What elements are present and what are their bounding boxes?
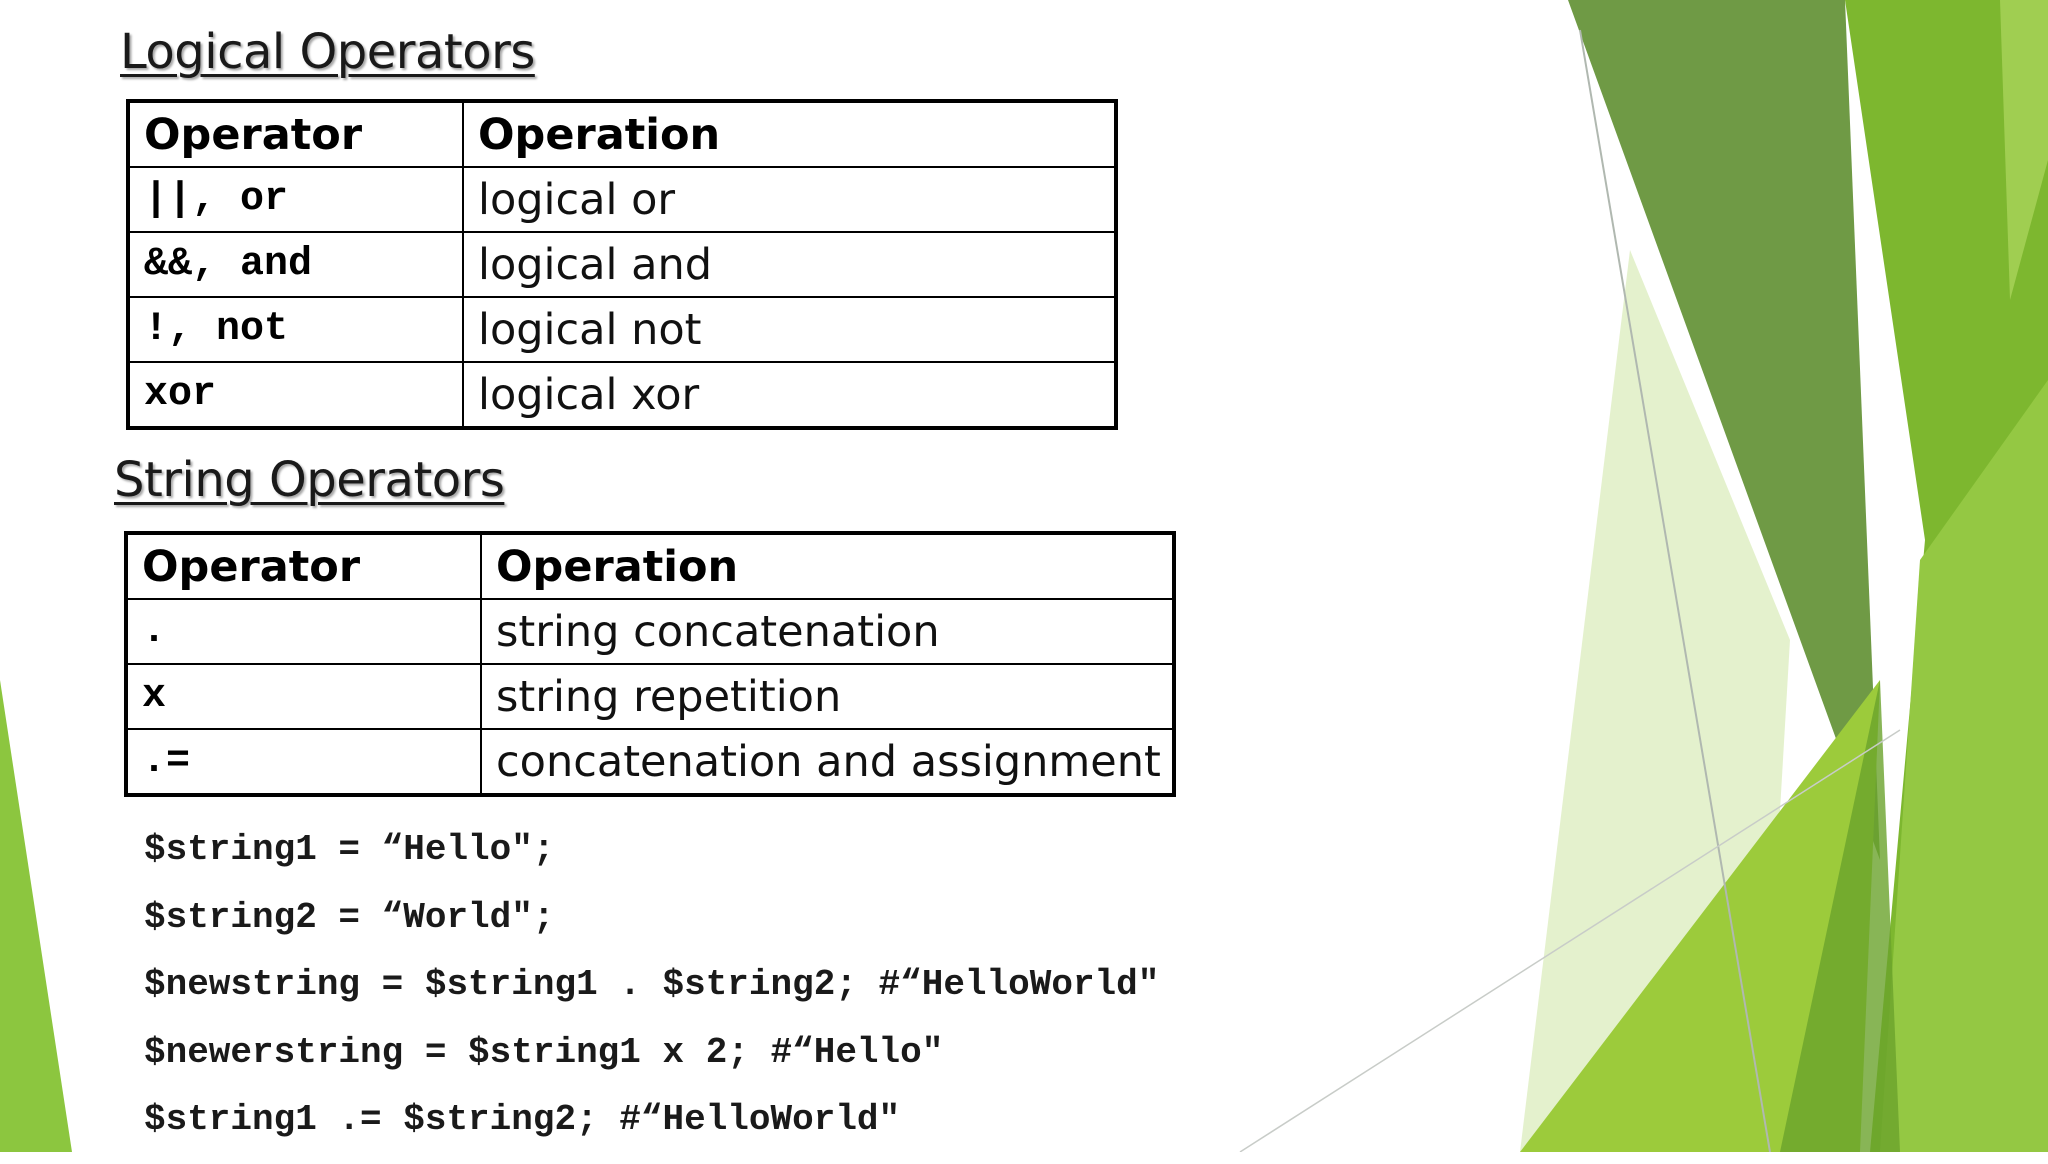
code-line: $string1 = “Hello"; — [144, 829, 555, 870]
table-row: ||, or logical or — [127, 166, 1117, 233]
operator-cell: .= — [125, 728, 482, 796]
table-row: !, not logical not — [127, 296, 1117, 363]
operator-cell: . — [125, 598, 482, 665]
logical-operators-heading: Logical Operators — [120, 24, 535, 80]
operation-cell: string repetition — [480, 663, 1175, 730]
operator-cell: !, not — [127, 296, 464, 363]
operator-column-header: Operator — [127, 100, 464, 168]
operator-cell: xor — [127, 361, 464, 429]
decor-shape-strip — [2000, 0, 2048, 300]
decor-shape-lower-dark — [1780, 680, 1900, 1152]
decor-shape-dark — [1568, 0, 1880, 860]
logical-operators-table: Operator Operation ||, or logical or &&,… — [126, 99, 1118, 430]
table-row: x string repetition — [125, 663, 1175, 730]
string-operators-table: Operator Operation . string concatenatio… — [124, 531, 1176, 797]
decor-line-2 — [1239, 729, 1901, 1152]
operation-column-header: Operation — [480, 532, 1175, 600]
table-row: . string concatenation — [125, 598, 1175, 665]
decor-shape-right-light — [1880, 380, 2048, 1152]
operation-cell: logical or — [462, 166, 1117, 233]
table-header-row: Operator Operation — [125, 532, 1175, 600]
operator-cell: &&, and — [127, 231, 464, 298]
decor-line-1 — [1579, 29, 1771, 1152]
decor-shape-lower — [1520, 680, 1880, 1152]
decor-shape-left — [0, 680, 72, 1152]
operation-column-header: Operation — [462, 100, 1117, 168]
code-line: $string1 .= $string2; #“HelloWorld" — [144, 1099, 901, 1140]
operator-column-header: Operator — [125, 532, 482, 600]
operation-cell: logical not — [462, 296, 1117, 363]
code-line: $newstring = $string1 . $string2; #“Hell… — [144, 964, 1160, 1005]
table-row: .= concatenation and assignment — [125, 728, 1175, 796]
code-line: $newerstring = $string1 x 2; #“Hello" — [144, 1031, 944, 1073]
operation-cell: string concatenation — [480, 598, 1175, 665]
operation-cell: logical xor — [462, 361, 1117, 429]
table-header-row: Operator Operation — [127, 100, 1117, 168]
operation-cell: logical and — [462, 231, 1117, 298]
code-line: $string2 = “World"; — [144, 896, 555, 938]
operator-cell: ||, or — [127, 166, 464, 233]
code-example: $string1 = “Hello"; $string2 = “World"; … — [144, 826, 1159, 1164]
table-row: &&, and logical and — [127, 231, 1117, 298]
operator-cell: x — [125, 663, 482, 730]
string-operators-heading: String Operators — [114, 452, 505, 508]
table-row: xor logical xor — [127, 361, 1117, 429]
operation-cell: concatenation and assignment — [480, 728, 1175, 796]
